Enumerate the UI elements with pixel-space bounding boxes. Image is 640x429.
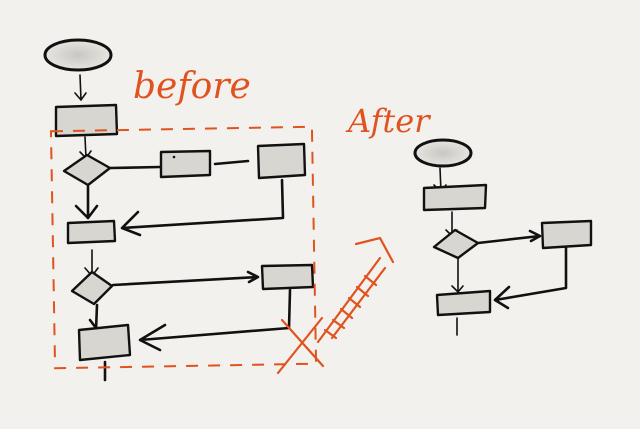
process-box xyxy=(54,103,119,138)
after-label: After xyxy=(345,102,431,140)
arrow xyxy=(74,74,87,102)
arrow xyxy=(476,229,542,245)
process-box xyxy=(66,219,117,245)
process-box xyxy=(422,183,488,212)
arrow xyxy=(88,303,99,332)
process-box xyxy=(159,149,212,179)
connector xyxy=(213,159,250,166)
decision-diamond xyxy=(62,153,112,187)
process-box xyxy=(540,219,593,250)
after-flowchart xyxy=(413,138,593,336)
feedback-arrow xyxy=(138,288,292,352)
decision-diamond xyxy=(70,270,114,306)
arrow xyxy=(451,257,464,294)
feedback-arrow xyxy=(120,178,285,237)
dot xyxy=(172,155,176,159)
before-label: before xyxy=(133,66,251,107)
hatched-arrow-icon xyxy=(316,236,395,344)
process-box xyxy=(435,289,492,317)
decision-diamond xyxy=(432,228,480,260)
feedback-arrow xyxy=(493,246,568,310)
arrow xyxy=(74,184,99,220)
process-box xyxy=(77,323,132,362)
dashed-selection-box xyxy=(49,125,318,370)
process-box xyxy=(256,142,307,180)
cross-mark-icon xyxy=(276,316,325,375)
process-box xyxy=(260,263,315,291)
connector xyxy=(108,165,162,170)
start-ellipse xyxy=(413,138,473,168)
before-flowchart xyxy=(43,38,315,382)
start-ellipse xyxy=(43,38,113,72)
arrow xyxy=(111,270,260,287)
